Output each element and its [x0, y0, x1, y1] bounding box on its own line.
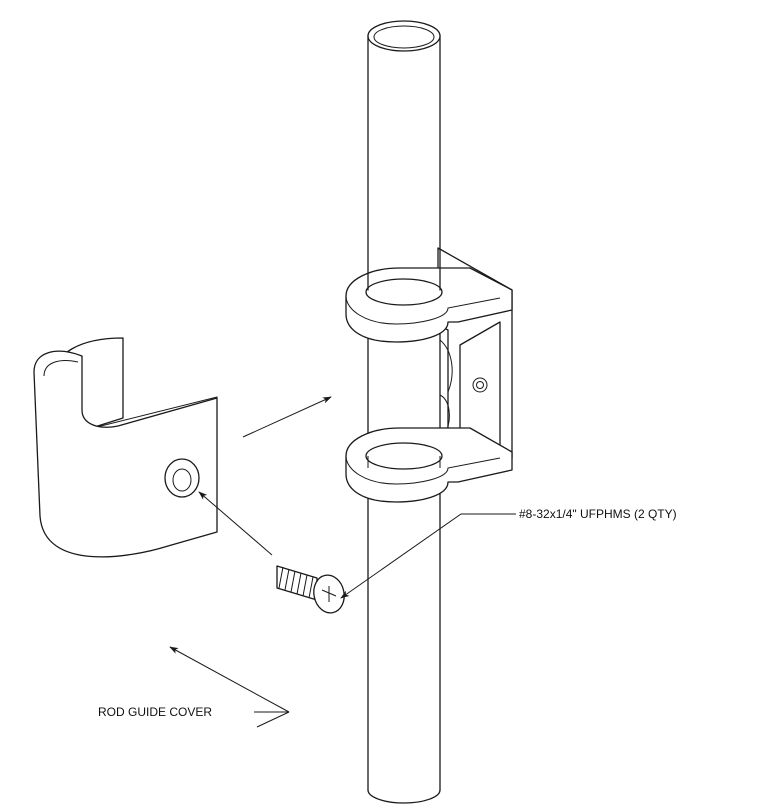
- screw-callout-label: #8-32x1/4" UFPHMS (2 QTY): [519, 507, 677, 521]
- rod-guide-bracket: [345, 247, 513, 503]
- screw-direction-arrow: [198, 491, 273, 556]
- assembly-arrows: [169, 396, 516, 728]
- rod-upper: [367, 20, 441, 291]
- cover-callout-leader-lower: [256, 711, 290, 728]
- cover-direction-arrow: [242, 396, 332, 438]
- cover-callout-label: ROD GUIDE COVER: [98, 705, 212, 719]
- rod-lower: [367, 477, 441, 804]
- flat-head-screw: [276, 565, 345, 614]
- rod-guide-cover: [33, 337, 218, 558]
- cover-callout-leader-upper: [169, 646, 290, 713]
- screw-callout-leader: [340, 513, 516, 599]
